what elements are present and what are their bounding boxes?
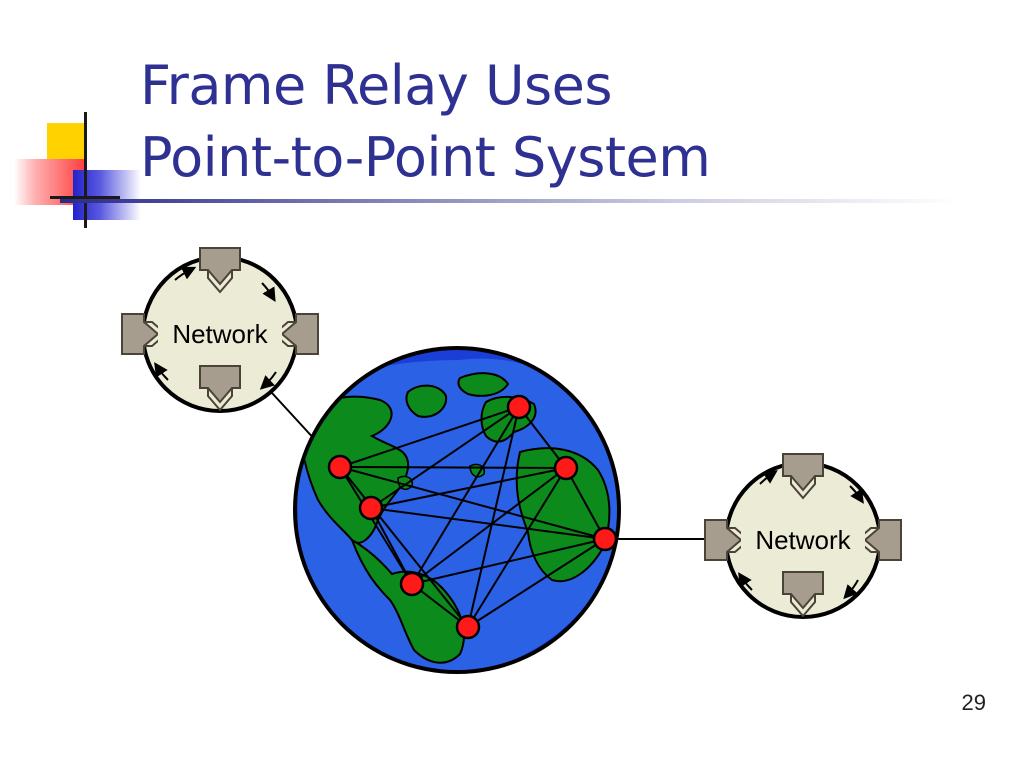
- router-node-icon: [327, 454, 353, 480]
- network-cloud-icon: [704, 453, 902, 619]
- router-node-icon: [455, 614, 481, 640]
- router-node-icon: [592, 526, 618, 552]
- title-line-1: Frame Relay Uses: [140, 54, 612, 117]
- decor-horizontal-line: [50, 196, 120, 199]
- router-node-icon: [399, 571, 425, 597]
- page-number: 29: [961, 690, 986, 715]
- router-node-icon: [553, 455, 579, 481]
- router-node-icon: [358, 495, 384, 521]
- title-line-2: Point-to-Point System: [140, 126, 711, 189]
- right-network-label: Network: [755, 525, 851, 555]
- point-to-point-links: [339, 406, 606, 628]
- decor-vertical-line: [84, 112, 87, 228]
- network-cloud-icon: [121, 247, 319, 413]
- title-underline: [60, 199, 960, 203]
- left-network-label: Network: [172, 319, 268, 349]
- slide-title: Frame Relay Uses Point-to-Point System: [140, 50, 711, 194]
- router-node-icon: [506, 394, 532, 420]
